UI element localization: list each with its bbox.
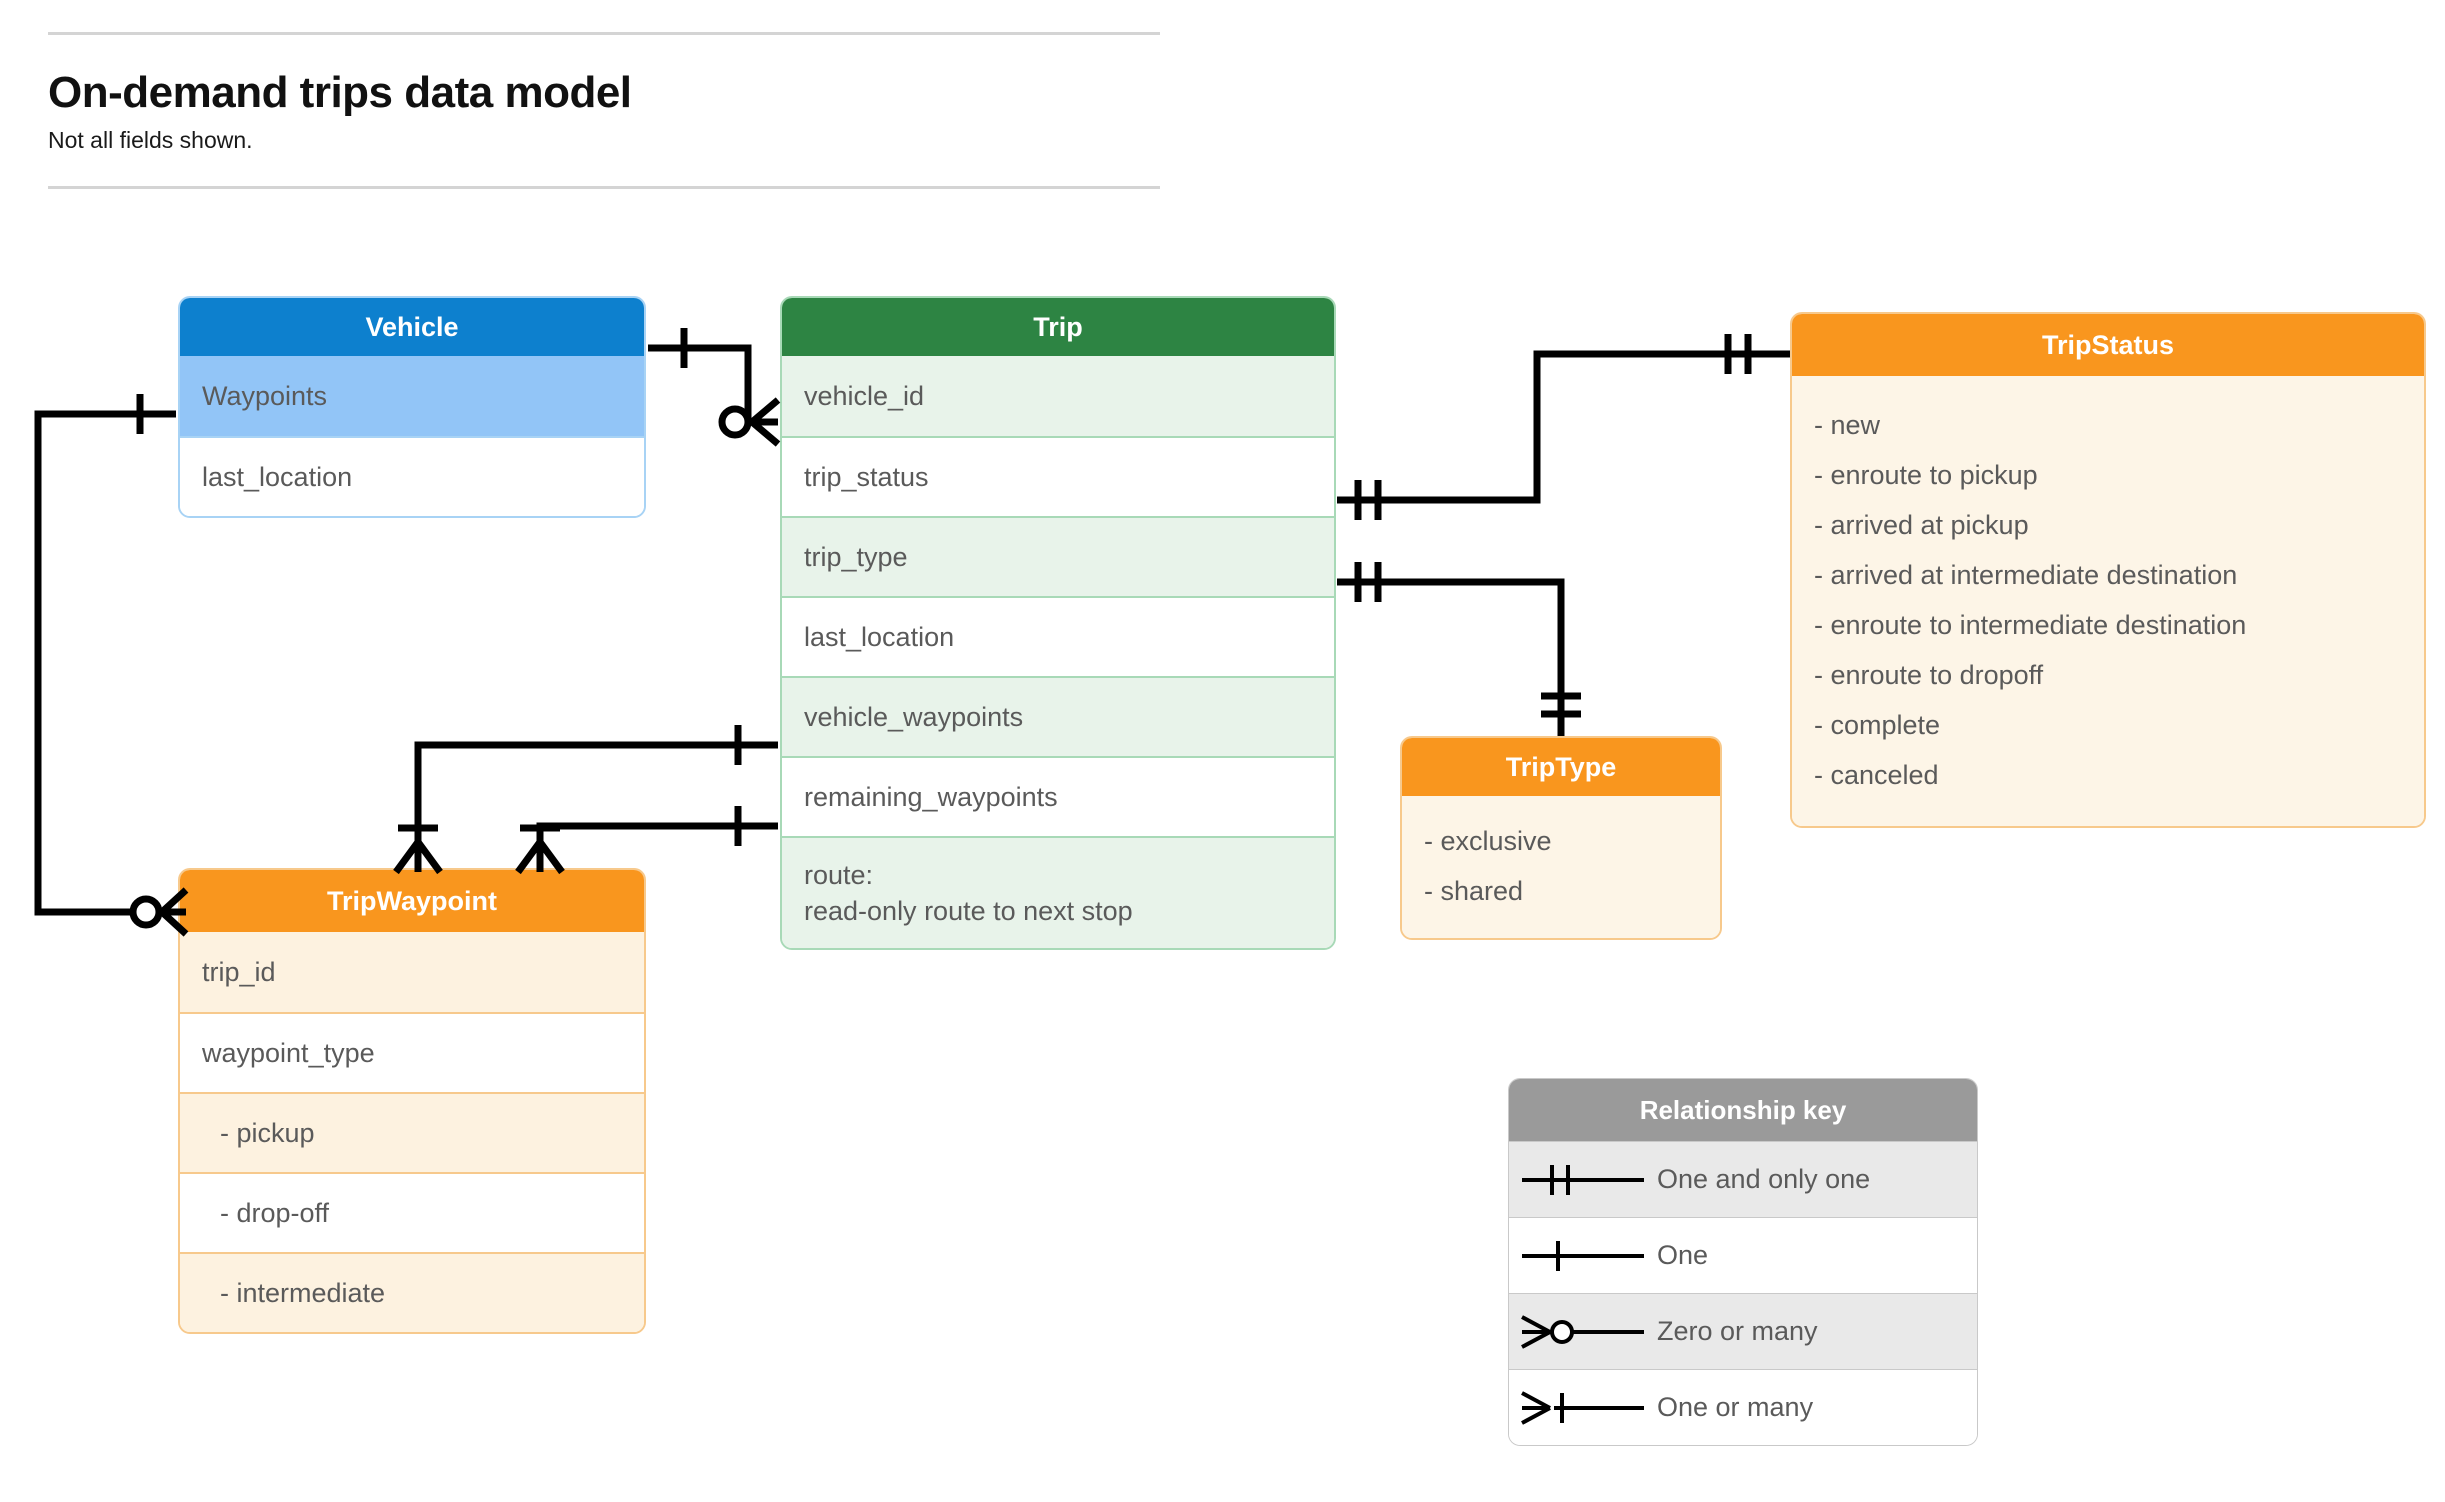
entity-vehicle-title: Vehicle — [180, 298, 644, 356]
entity-triptype-body: - exclusive - shared — [1402, 796, 1720, 938]
entity-tripstatus[interactable]: TripStatus - new - enroute to pickup - a… — [1790, 312, 2426, 828]
field-trip-trip-status[interactable]: trip_status — [782, 436, 1334, 516]
field-tripwaypoint-pickup[interactable]: - pickup — [180, 1092, 644, 1172]
field-trip-vehicle-waypoints[interactable]: vehicle_waypoints — [782, 676, 1334, 756]
relationship-key-row: One — [1509, 1217, 1977, 1293]
field-trip-trip-type[interactable]: trip_type — [782, 516, 1334, 596]
one-and-only-one-icon — [1509, 1158, 1657, 1202]
entity-tripwaypoint-title: TripWaypoint — [180, 870, 644, 932]
entity-triptype[interactable]: TripType - exclusive - shared — [1400, 736, 1722, 940]
entity-trip-title: Trip — [782, 298, 1334, 356]
field-trip-route-line1: route: — [804, 859, 874, 890]
triptype-value: - shared — [1424, 876, 1524, 906]
header-divider-top — [48, 32, 1160, 35]
relationship-key-label: Zero or many — [1657, 1316, 1818, 1346]
header-divider-bottom — [48, 186, 1160, 190]
relationship-key-panel[interactable]: Relationship key One and only one One — [1508, 1078, 1978, 1446]
field-vehicle-last-location[interactable]: last_location — [180, 436, 644, 516]
connector-vehicle-waypoints-to-tripwaypoint — [38, 394, 186, 934]
triptype-value: - exclusive — [1424, 826, 1552, 856]
connector-trip-status-to-tripstatus — [1337, 334, 1790, 520]
relationship-key-label: One and only one — [1657, 1164, 1871, 1194]
field-vehicle-waypoints[interactable]: Waypoints — [180, 356, 644, 436]
field-trip-remaining-waypoints[interactable]: remaining_waypoints — [782, 756, 1334, 836]
field-tripwaypoint-trip-id[interactable]: trip_id — [180, 932, 644, 1012]
entity-vehicle[interactable]: Vehicle Waypoints last_location — [178, 296, 646, 518]
page-title: On-demand trips data model — [48, 68, 632, 117]
entity-trip[interactable]: Trip vehicle_id trip_status trip_type la… — [780, 296, 1336, 950]
relationship-key-row: Zero or many — [1509, 1293, 1977, 1369]
field-trip-vehicle-id[interactable]: vehicle_id — [782, 356, 1334, 436]
relationship-key-row: One or many — [1509, 1369, 1977, 1445]
one-icon — [1509, 1234, 1657, 1278]
field-tripwaypoint-waypoint-type[interactable]: waypoint_type — [180, 1012, 644, 1092]
connector-remaining-waypoints-to-tripwaypoint — [518, 806, 778, 872]
entity-tripstatus-body: - new - enroute to pickup - arrived at p… — [1792, 376, 2424, 826]
entity-tripwaypoint[interactable]: TripWaypoint trip_id waypoint_type - pic… — [178, 868, 646, 1334]
entity-tripstatus-title: TripStatus — [1792, 314, 2424, 376]
field-trip-route[interactable]: route: read-only route to next stop — [782, 836, 1334, 948]
field-trip-route-line2: read-only route to next stop — [804, 896, 1133, 926]
page-subtitle: Not all fields shown. — [48, 127, 253, 154]
entity-triptype-title: TripType — [1402, 738, 1720, 796]
tripstatus-value: - arrived at pickup — [1814, 510, 2029, 540]
page-header: On-demand trips data model Not all field… — [48, 32, 1160, 190]
entity-tripwaypoint-body: trip_id waypoint_type - pickup - drop-of… — [180, 932, 644, 1332]
tripstatus-value: - new — [1814, 410, 1881, 440]
field-trip-last-location[interactable]: last_location — [782, 596, 1334, 676]
tripstatus-value: - enroute to dropoff — [1814, 660, 2044, 690]
relationship-key-label: One — [1657, 1240, 1709, 1270]
entity-trip-body: vehicle_id trip_status trip_type last_lo… — [782, 356, 1334, 948]
tripstatus-value: - enroute to intermediate destination — [1814, 610, 2247, 640]
tripstatus-value: - arrived at intermediate destination — [1814, 560, 2238, 590]
relationship-key-row: One and only one — [1509, 1141, 1977, 1217]
connector-vehicle-waypoints-field-to-tripwaypoint — [396, 725, 778, 872]
connector-vehicle-to-trip — [648, 328, 778, 444]
relationship-key-label: One or many — [1657, 1392, 1814, 1422]
tripstatus-value: - canceled — [1814, 760, 1939, 790]
entity-vehicle-body: Waypoints last_location — [180, 356, 644, 516]
field-tripwaypoint-intermediate[interactable]: - intermediate — [180, 1252, 644, 1332]
field-tripwaypoint-drop-off[interactable]: - drop-off — [180, 1172, 644, 1252]
relationship-key-title: Relationship key — [1509, 1079, 1977, 1141]
one-or-many-icon — [1509, 1386, 1657, 1430]
tripstatus-value: - enroute to pickup — [1814, 460, 2038, 490]
zero-or-many-icon — [1509, 1310, 1657, 1354]
tripstatus-value: - complete — [1814, 710, 1941, 740]
connector-trip-type-to-triptype — [1337, 562, 1581, 736]
